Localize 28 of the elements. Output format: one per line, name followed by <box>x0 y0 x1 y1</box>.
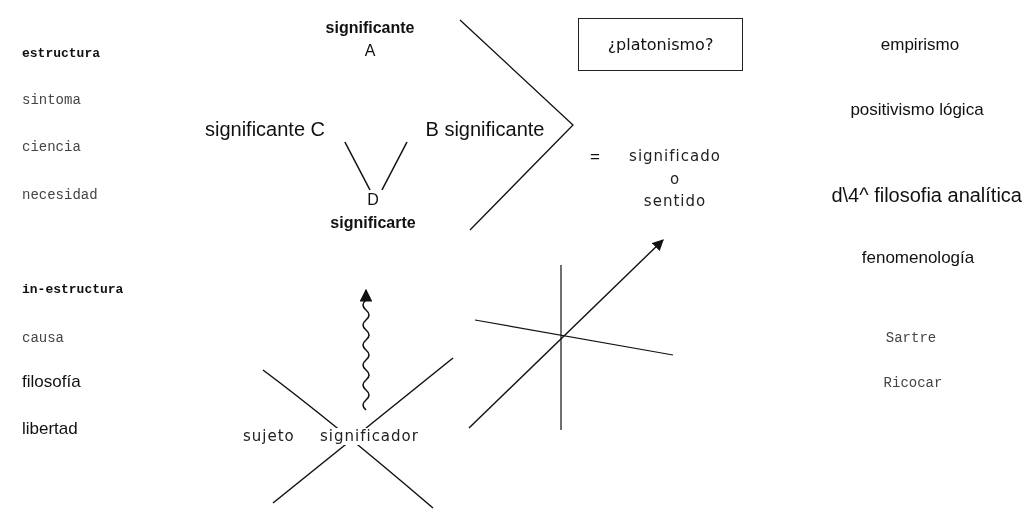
name-label: Sartre <box>885 331 937 347</box>
equals-sign: = <box>590 148 600 167</box>
signifier-heading: significarte <box>330 213 416 234</box>
letter-label: D <box>367 190 379 210</box>
connector-line <box>381 141 408 191</box>
signifier-label: B significante <box>425 117 545 142</box>
subject-label: sujeto <box>243 428 295 445</box>
meaning-label: significado o sentido <box>628 146 722 212</box>
question-box <box>578 18 743 71</box>
heading-label: estructura <box>22 47 100 62</box>
question-label: ¿platonismo? <box>607 33 714 56</box>
term-label: filosofía <box>22 373 81 392</box>
signifier-heading: significante <box>325 18 415 38</box>
signifier-label: significante C <box>204 117 326 142</box>
name-label: Ricocar <box>883 376 943 392</box>
signifier-label: significador <box>320 428 419 445</box>
term-label: sintoma <box>22 93 81 109</box>
term-label: d\4^ filosofia analítica <box>831 184 1022 206</box>
heading-label: in-estructura <box>22 283 124 298</box>
term-label: necesidad <box>22 188 98 204</box>
term-label: libertad <box>22 420 78 439</box>
term-label: empirismo <box>880 36 960 55</box>
term-label: fenomenología <box>861 249 975 268</box>
term-label: positivismo lógica <box>850 101 984 120</box>
term-label: causa <box>22 331 64 347</box>
term-label: ciencia <box>22 140 81 156</box>
connector-line <box>344 141 371 191</box>
letter-label: A <box>364 41 376 62</box>
